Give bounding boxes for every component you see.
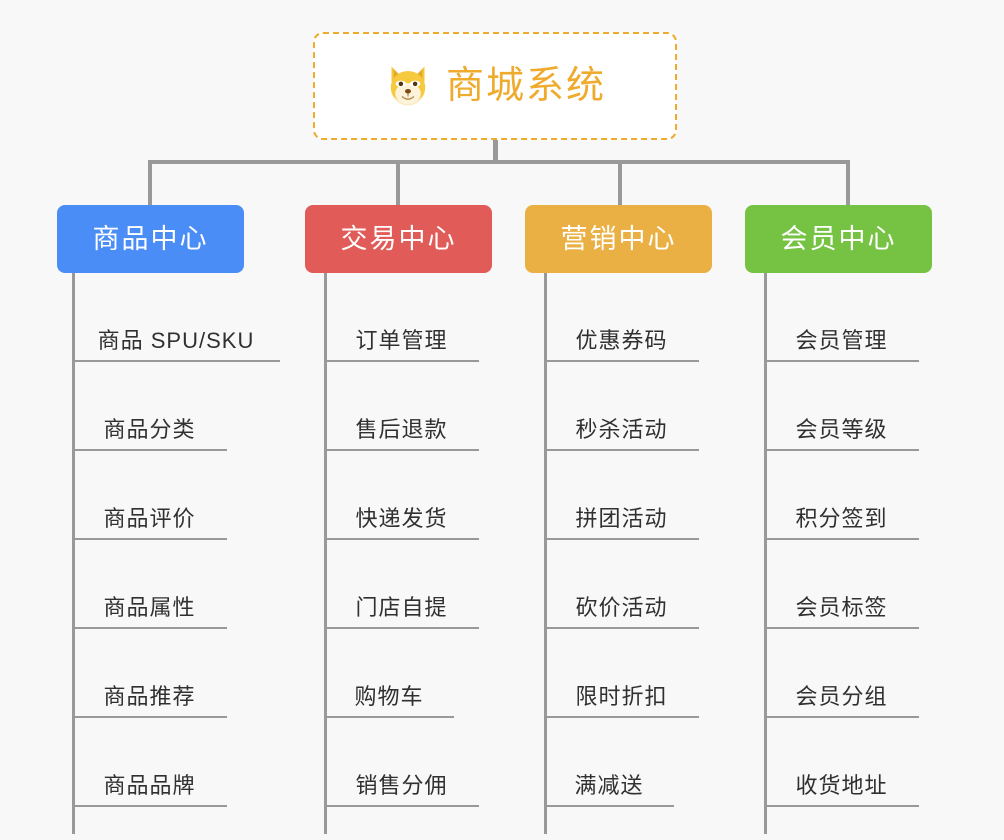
leaf-item[interactable]: 商品属性 (72, 540, 227, 629)
leaf-item[interactable]: 商品推荐 (72, 629, 227, 718)
leaf-label: 销售分佣 (355, 772, 448, 798)
leaf-label: 商品品牌 (103, 772, 196, 798)
category-header-营销中心[interactable]: 营销中心 (525, 205, 712, 273)
column-trunk (324, 273, 327, 834)
leaf-item[interactable]: 收货地址 (764, 718, 919, 807)
leaf-label: 砍价活动 (575, 594, 668, 620)
leaf-item[interactable]: 购物车 (324, 629, 454, 718)
connector-root-stem (493, 140, 498, 164)
leaf-label: 会员等级 (795, 416, 888, 442)
column-trunk (544, 273, 547, 834)
leaf-item[interactable]: 商品品牌 (72, 718, 227, 807)
leaf-item[interactable]: 砍价活动 (544, 540, 699, 629)
leaf-label: 商品推荐 (103, 683, 196, 709)
leaf-item[interactable]: 满减送 (544, 718, 674, 807)
leaf-label: 门店自提 (355, 594, 448, 620)
leaf-item[interactable]: 订单管理 (324, 273, 479, 362)
category-label: 营销中心 (560, 223, 677, 254)
leaf-label: 购物车 (354, 683, 424, 709)
leaf-label: 快递发货 (355, 505, 448, 531)
leaf-label: 优惠券码 (575, 327, 668, 353)
category-label: 交易中心 (340, 223, 457, 254)
leaf-item[interactable]: 销售分佣 (324, 718, 479, 807)
category-label: 会员中心 (780, 223, 897, 254)
leaf-label: 收货地址 (795, 772, 888, 798)
leaf-item[interactable]: 会员管理 (764, 273, 919, 362)
leaf-label: 拼团活动 (575, 505, 668, 531)
leaf-label: 秒杀活动 (575, 416, 668, 442)
shiba-dog-icon (384, 62, 432, 110)
connector-drop-4 (846, 160, 850, 206)
leaf-item[interactable]: 秒杀活动 (544, 362, 699, 451)
leaf-label: 售后退款 (355, 416, 448, 442)
leaf-label: 商品分类 (103, 416, 196, 442)
leaf-item[interactable]: 积分签到 (764, 451, 919, 540)
leaf-label: 限时折扣 (575, 683, 668, 709)
connector-drop-3 (618, 160, 622, 206)
leaf-item[interactable]: 商品 SPU/SKU (72, 273, 280, 362)
leaf-item[interactable]: 商品评价 (72, 451, 227, 540)
leaf-label: 商品 SPU/SKU (97, 327, 255, 353)
leaf-item[interactable]: 优惠券码 (544, 273, 699, 362)
connector-drop-2 (396, 160, 400, 206)
leaf-label: 会员标签 (795, 594, 888, 620)
leaf-label: 订单管理 (355, 327, 448, 353)
connector-bus (148, 160, 850, 164)
leaf-item[interactable]: 限时折扣 (544, 629, 699, 718)
leaf-item[interactable]: 会员分组 (764, 629, 919, 718)
root-node-商城系统[interactable]: 商城系统 (313, 32, 677, 140)
leaf-label: 会员分组 (795, 683, 888, 709)
leaf-item[interactable]: 门店自提 (324, 540, 479, 629)
leaf-item[interactable]: 快递发货 (324, 451, 479, 540)
category-header-会员中心[interactable]: 会员中心 (745, 205, 932, 273)
leaf-label: 会员管理 (795, 327, 888, 353)
leaf-item[interactable]: 售后退款 (324, 362, 479, 451)
leaf-item[interactable]: 商品分类 (72, 362, 227, 451)
leaf-label: 满减送 (574, 772, 644, 798)
category-label: 商品中心 (92, 223, 209, 254)
leaf-label: 积分签到 (795, 505, 888, 531)
category-header-交易中心[interactable]: 交易中心 (305, 205, 492, 273)
leaf-item[interactable]: 拼团活动 (544, 451, 699, 540)
root-title: 商城系统 (445, 65, 606, 107)
leaf-label: 商品评价 (103, 505, 196, 531)
column-trunk (72, 273, 75, 834)
leaf-label: 商品属性 (103, 594, 196, 620)
leaf-item[interactable]: 会员等级 (764, 362, 919, 451)
leaf-item[interactable]: 会员标签 (764, 540, 919, 629)
connector-drop-1 (148, 160, 152, 206)
column-trunk (764, 273, 767, 834)
category-header-商品中心[interactable]: 商品中心 (57, 205, 244, 273)
